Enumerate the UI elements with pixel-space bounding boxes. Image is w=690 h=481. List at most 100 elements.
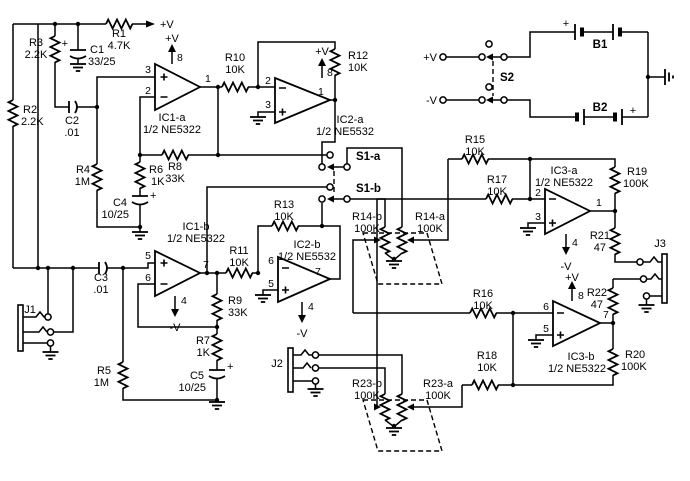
r18-ref: R18 bbox=[477, 350, 497, 362]
ic1a-pin2: 2 bbox=[145, 85, 151, 97]
ic2b-minusv: -V bbox=[297, 328, 309, 340]
s2a-slider-arrow bbox=[486, 53, 493, 61]
resistors bbox=[7, 18, 621, 422]
ic3b-pin6: 6 bbox=[543, 301, 549, 313]
ground-j2 bbox=[306, 388, 325, 397]
ic2a-pin3: 3 bbox=[265, 99, 271, 111]
minusv-terminal-label: -V bbox=[426, 95, 438, 107]
potentiometer-r23b bbox=[379, 393, 391, 422]
capacitor-c2 bbox=[68, 100, 78, 114]
opamp-input-signs bbox=[160, 73, 564, 339]
r22-val: 47 bbox=[591, 299, 603, 311]
r14a-val: 100K bbox=[417, 223, 443, 235]
c5-val: 10/25 bbox=[178, 382, 206, 394]
r6-ref: R6 bbox=[149, 164, 163, 176]
ground-ic3b-pin5 bbox=[527, 339, 545, 348]
jack-j2 bbox=[287, 347, 320, 393]
resistor-r5 bbox=[117, 361, 129, 390]
r20-val: 100K bbox=[621, 361, 647, 373]
ic1a-pin3: 3 bbox=[145, 64, 151, 76]
r19-val: 100K bbox=[623, 178, 649, 190]
ic3a-supply-arrow bbox=[562, 247, 570, 255]
ic3a-minusv: -V bbox=[561, 261, 573, 273]
r8-ref: R8 bbox=[168, 161, 182, 173]
r7-ref: R7 bbox=[196, 335, 210, 347]
r9-val: 33K bbox=[228, 307, 248, 319]
ic2a-plusv: +V bbox=[315, 46, 329, 58]
r5-val: 1M bbox=[94, 377, 109, 389]
ic1a-supply-arrow bbox=[168, 44, 176, 52]
ic2b-val: 1/2 NE5532 bbox=[278, 251, 336, 263]
opamp-ic3a bbox=[544, 187, 593, 236]
jack-j1 bbox=[17, 304, 55, 352]
ic2a-supply-arrow bbox=[318, 58, 326, 66]
c2-val: .01 bbox=[64, 127, 79, 139]
plusv-rail-arrow bbox=[146, 20, 155, 28]
ic2b-pin6: 6 bbox=[268, 255, 274, 267]
ic1a-pin8: 8 bbox=[177, 52, 183, 64]
r2-val: 2.2K bbox=[21, 116, 44, 128]
ic2a-pin1: 1 bbox=[318, 86, 324, 98]
r14b-val: 100K bbox=[354, 223, 380, 235]
resistor-r19 bbox=[609, 166, 621, 195]
r21-ref: R21 bbox=[590, 230, 610, 242]
ic1a-pin1: 1 bbox=[205, 73, 211, 85]
capacitor-c4 bbox=[131, 195, 149, 206]
r13-val: 10K bbox=[274, 211, 294, 223]
resistor-r7 bbox=[211, 333, 223, 362]
s1b-label: S1-b bbox=[356, 183, 381, 195]
ground-c5 bbox=[208, 401, 226, 410]
resistor-r11 bbox=[225, 267, 254, 279]
s2b-slider-arrow bbox=[486, 96, 493, 104]
ground-c1 bbox=[69, 63, 87, 72]
r7-val: 1K bbox=[197, 347, 211, 359]
ic3a-pin3: 3 bbox=[535, 211, 541, 223]
jack-j3 bbox=[636, 253, 668, 304]
r1-ref: R1 bbox=[112, 28, 126, 40]
resistor-r6 bbox=[134, 161, 146, 190]
c4-val: 10/25 bbox=[101, 209, 129, 221]
s1a-slider-arrow bbox=[327, 163, 334, 171]
r11-val: 10K bbox=[229, 257, 249, 269]
opamp-ic1a bbox=[154, 62, 202, 112]
ground-j3 bbox=[637, 304, 656, 313]
ground-symbols bbox=[41, 63, 674, 436]
switches bbox=[318, 40, 508, 203]
r16-val: 10K bbox=[473, 300, 493, 312]
r10-ref: R10 bbox=[225, 52, 245, 64]
ic2b-ref: IC2-b bbox=[294, 239, 321, 251]
ic2b-pin7: 7 bbox=[315, 266, 321, 278]
ic3b-ref: IC3-b bbox=[568, 351, 595, 363]
c3-ref: C3 bbox=[94, 272, 108, 284]
opamp-ic2a bbox=[274, 76, 333, 125]
resistor-r20 bbox=[607, 348, 619, 377]
r20-ref: R20 bbox=[625, 349, 645, 361]
switch-s1b bbox=[318, 183, 351, 203]
j1-label: J1 bbox=[24, 304, 36, 316]
s1b-slider-arrow bbox=[327, 195, 334, 203]
ground-ic2a-pin3 bbox=[249, 116, 267, 125]
c4-polarity: + bbox=[150, 190, 156, 202]
ic1a-plusv: +V bbox=[165, 33, 179, 45]
jacks bbox=[17, 253, 668, 393]
ic1b-pin7: 7 bbox=[203, 259, 209, 271]
ic1b-pin5: 5 bbox=[145, 250, 151, 262]
r23-gang-outline bbox=[362, 399, 443, 452]
battery-b1 bbox=[574, 24, 622, 40]
ground-ic3a-pin3 bbox=[519, 227, 537, 236]
ic2a-pin2: 2 bbox=[265, 75, 271, 87]
plusv-rail-label: +V bbox=[160, 19, 174, 31]
potentiometer-r14a bbox=[396, 226, 408, 255]
resistor-r21 bbox=[609, 227, 621, 256]
r23a-val: 100K bbox=[425, 390, 451, 402]
c4-ref: C4 bbox=[113, 197, 127, 209]
r14-gang-outline bbox=[362, 232, 443, 285]
labels: +V R1 4.7K R3 2.2K + C1 33/25 R2 2.2K C2… bbox=[21, 18, 666, 402]
r13-ref: R13 bbox=[274, 199, 294, 211]
battery-b2 bbox=[575, 109, 623, 125]
r23a-ref: R23-a bbox=[423, 378, 454, 390]
capacitors bbox=[68, 49, 226, 380]
r2-ref: R2 bbox=[23, 104, 37, 116]
r11-ref: R11 bbox=[229, 245, 248, 257]
